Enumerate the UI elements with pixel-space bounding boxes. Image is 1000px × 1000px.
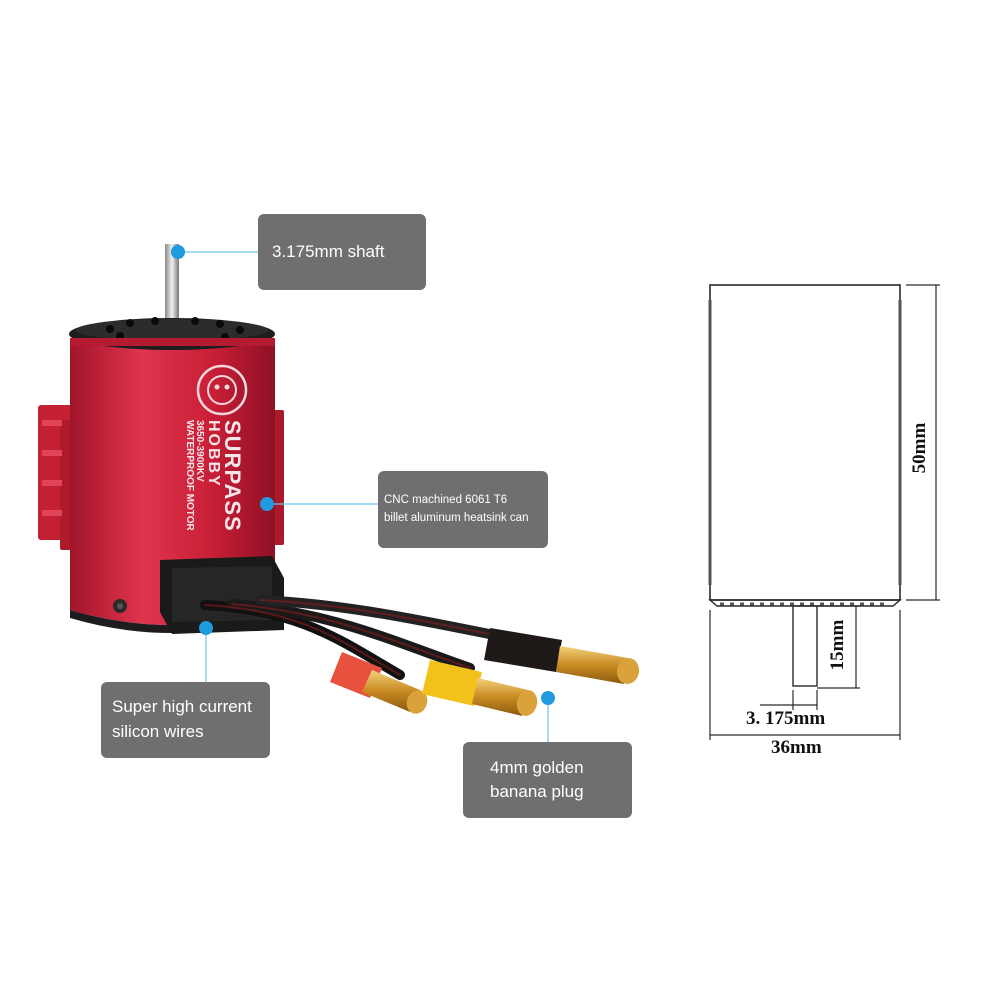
callout-wires-line-1: Super high current <box>112 697 252 717</box>
callout-plug-line-2: banana plug <box>490 782 584 801</box>
callout-shaft-text: 3.175mm shaft <box>272 242 385 261</box>
callout-banana-plug: 4mm golden banana plug <box>463 742 632 818</box>
motor-shaft <box>165 244 179 328</box>
brand-logo-emblem <box>196 364 248 416</box>
callout-can-line-1: CNC machined 6061 T6 <box>384 493 508 506</box>
callout-wires-line-2: silicon wires <box>112 722 204 741</box>
callout-plug-line-1: 4mm golden <box>490 758 584 778</box>
motor-can <box>70 338 275 625</box>
dimension-shaft-length-label: 15mm <box>827 619 848 671</box>
banana-plug-red <box>330 652 428 714</box>
motor-label-print: SURPASS HOBBY 3650-3900KV WATERPROOF MOT… <box>174 420 245 570</box>
callout-dots <box>171 245 555 705</box>
model-number: 3650-3900KV <box>194 420 206 482</box>
callout-heatsink-can: CNC machined 6061 T6 billet aluminum hea… <box>378 471 548 548</box>
dimension-drawing <box>708 284 940 740</box>
dimension-height-label: 50mm <box>909 422 930 474</box>
banana-plug-black <box>484 628 640 684</box>
dimension-diameter-label: 36mm <box>771 737 822 758</box>
callout-silicon-wires: Super high current silicon wires <box>101 682 270 758</box>
brand-sub: HOBBY <box>204 420 222 488</box>
callout-leaders <box>178 251 549 742</box>
banana-plug-yellow <box>422 660 538 716</box>
callout-shaft: 3.175mm shaft <box>258 214 426 290</box>
dimension-shaft-diameter-label: 3. 175mm <box>746 708 826 729</box>
motor-type: WATERPROOF MOTOR <box>183 420 195 531</box>
brand-name: SURPASS <box>220 420 245 532</box>
callout-can-line-2: billet aluminum heatsink can <box>384 511 529 524</box>
